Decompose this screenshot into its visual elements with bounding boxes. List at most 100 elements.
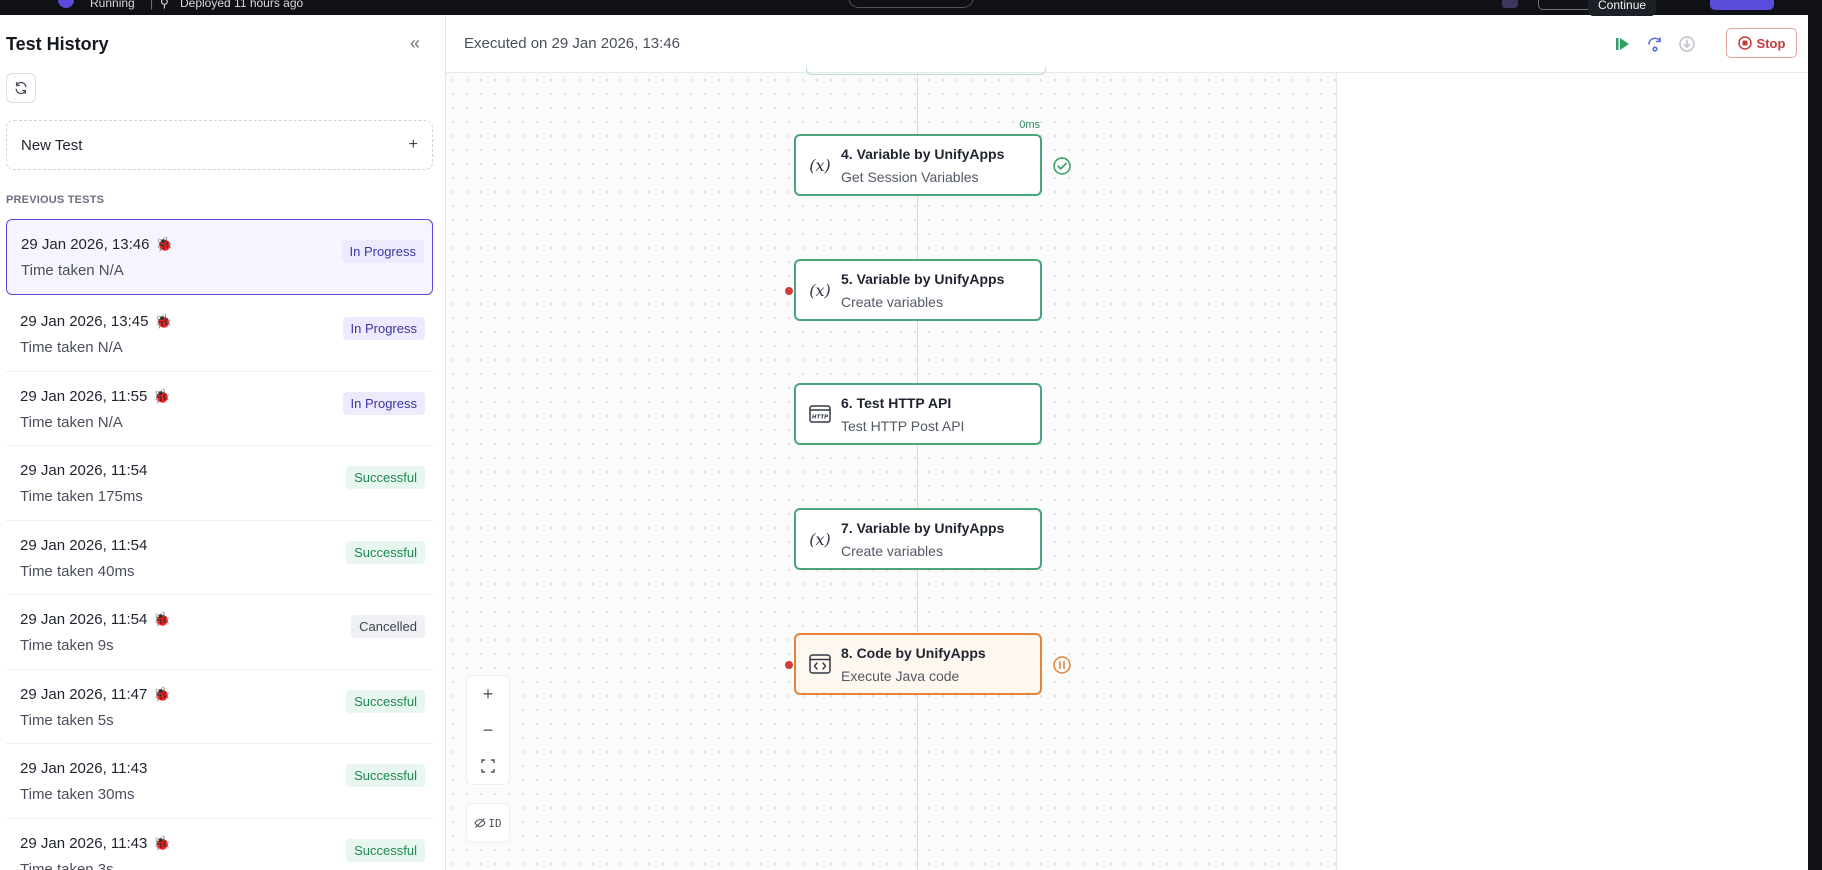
step-into-icon bbox=[1679, 36, 1695, 52]
status-badge: Successful bbox=[346, 764, 425, 787]
workflow-node-http-6[interactable]: HTTP 6. Test HTTP API Test HTTP Post API bbox=[794, 383, 1042, 445]
test-date: 29 Jan 2026, 13:46 🐞 bbox=[21, 236, 173, 253]
bug-icon: 🐞 bbox=[153, 834, 171, 851]
test-history-item[interactable]: 29 Jan 2026, 11:55 🐞 Time taken N/A In Prog… bbox=[6, 372, 433, 446]
debug-controls bbox=[1612, 33, 1698, 55]
workflow-node-variable-4[interactable]: 0ms (x) 4. Variable by UnifyApps Get Ses… bbox=[794, 119, 1071, 196]
running-status-icon bbox=[58, 0, 74, 8]
node-details-panel bbox=[1336, 73, 1822, 870]
breakpoint-dot[interactable] bbox=[785, 661, 793, 669]
node-title: 8. Code by UnifyApps bbox=[841, 645, 986, 661]
test-date: 29 Jan 2026, 11:54 bbox=[20, 537, 147, 554]
time-taken: Time taken N/A bbox=[20, 339, 123, 356]
time-taken: Time taken 3s bbox=[20, 860, 114, 870]
previous-tests-heading: PREVIOUS TESTS bbox=[6, 194, 105, 206]
status-badge: Cancelled bbox=[351, 615, 425, 638]
apps-icon[interactable] bbox=[1502, 0, 1518, 8]
refresh-button[interactable] bbox=[6, 73, 36, 103]
test-date-text: 29 Jan 2026, 11:54 bbox=[20, 536, 148, 554]
test-date-text: 29 Jan 2026, 13:45 bbox=[20, 313, 149, 330]
stop-icon bbox=[1737, 36, 1752, 50]
eye-off-icon bbox=[474, 818, 487, 828]
deploy-icon: ⚲ bbox=[160, 0, 169, 10]
step-over-button[interactable] bbox=[1644, 33, 1666, 55]
status-badge: In Progress bbox=[342, 391, 425, 415]
time-taken: Time taken N/A bbox=[21, 262, 124, 279]
code-icon bbox=[808, 653, 832, 675]
test-date-text: 29 Jan 2026, 11:54 bbox=[20, 611, 148, 628]
variable-icon: (x) bbox=[809, 280, 831, 300]
new-test-button[interactable]: New Test + bbox=[6, 120, 433, 170]
time-taken: Time taken 175ms bbox=[20, 488, 143, 505]
bug-icon: 🐞 bbox=[154, 313, 172, 329]
new-test-label: New Test bbox=[21, 136, 83, 154]
test-date: 29 Jan 2026, 11:54 bbox=[20, 462, 147, 479]
paused-icon bbox=[1053, 656, 1071, 674]
workflow-node-variable-5[interactable]: (x) 5. Variable by UnifyApps Create vari… bbox=[785, 259, 1042, 321]
refresh-icon bbox=[15, 81, 27, 95]
execution-header: Executed on 29 Jan 2026, 13:46 Stop bbox=[446, 15, 1822, 73]
node-subtitle: Get Session Variables bbox=[841, 169, 979, 185]
test-date-text: 29 Jan 2026, 11:55 bbox=[20, 387, 148, 405]
top-bar: Running | ⚲ Deployed 11 hours ago bbox=[0, 0, 1822, 15]
continue-button[interactable] bbox=[1612, 33, 1634, 55]
node-subtitle: Create variables bbox=[841, 294, 943, 310]
deployed-label: Deployed 11 hours ago bbox=[180, 0, 304, 10]
status-badge: Successful bbox=[346, 689, 425, 713]
node-title: 7. Variable by UnifyApps bbox=[841, 520, 1005, 536]
sidebar-title: Test History bbox=[6, 34, 109, 54]
double-chevron-left-icon[interactable]: « bbox=[410, 33, 421, 53]
node-duration: 0ms bbox=[1019, 119, 1040, 131]
zoom-out-button[interactable]: − bbox=[482, 719, 494, 740]
running-label: Running bbox=[90, 0, 135, 10]
toggle-id-button[interactable]: ID bbox=[466, 803, 510, 843]
id-label: ID bbox=[488, 816, 502, 830]
workflow-canvas[interactable]: 0ms (x) 4. Variable by UnifyApps Get Ses… bbox=[446, 67, 1336, 870]
zoom-controls: + − bbox=[466, 675, 510, 785]
test-date-text: 29 Jan 2026, 11:54 bbox=[20, 462, 148, 479]
step-over-icon bbox=[1648, 37, 1661, 52]
test-date: 29 Jan 2026, 11:43 bbox=[20, 760, 147, 777]
fit-view-button[interactable] bbox=[467, 748, 509, 784]
variable-icon: (x) bbox=[809, 529, 831, 549]
svg-text:HTTP: HTTP bbox=[812, 415, 828, 421]
test-date: 29 Jan 2026, 11:54🐞 bbox=[20, 611, 171, 628]
primary-button[interactable] bbox=[1710, 0, 1774, 10]
workflow-node-code-8[interactable]: 8. Code by UnifyApps Execute Java code bbox=[785, 633, 1071, 695]
test-date-text: 29 Jan 2026, 13:46 bbox=[21, 236, 150, 253]
stop-button[interactable]: Stop bbox=[1726, 28, 1797, 58]
separator: | bbox=[150, 0, 154, 10]
continue-tooltip: Continue bbox=[1588, 0, 1657, 16]
bug-icon: 🐞 bbox=[155, 236, 173, 252]
step-into-button[interactable] bbox=[1676, 33, 1698, 55]
status-badge: Successful bbox=[346, 466, 425, 489]
success-check-icon bbox=[1053, 157, 1071, 175]
bug-icon: 🐞 bbox=[153, 387, 171, 404]
test-history-sidebar: Test History « New Test + PREVIOUS TESTS… bbox=[0, 15, 446, 870]
previous-tests-list: 29 Jan 2026, 13:46 🐞 Time taken N/A In Prog… bbox=[6, 219, 433, 870]
connector-line bbox=[917, 73, 918, 870]
mode-switch[interactable] bbox=[848, 0, 974, 8]
test-date: 29 Jan 2026, 11:47🐞 bbox=[20, 686, 171, 703]
stop-label: Stop bbox=[1756, 35, 1786, 51]
status-badge: Successful bbox=[346, 540, 425, 564]
zoom-in-button[interactable]: + bbox=[482, 683, 494, 704]
test-date-text: 29 Jan 2026, 11:43 bbox=[20, 760, 148, 777]
test-date-text: 29 Jan 2026, 11:47 bbox=[20, 685, 148, 703]
variable-icon: (x) bbox=[809, 155, 831, 175]
time-taken: Time taken N/A bbox=[20, 413, 123, 431]
node-subtitle: Create variables bbox=[841, 543, 943, 559]
test-date: 29 Jan 2026, 11:55 🐞 bbox=[20, 388, 171, 405]
test-date: 29 Jan 2026, 13:45 🐞 bbox=[20, 313, 172, 330]
fit-view-icon bbox=[481, 759, 495, 773]
workflow-node-variable-7[interactable]: (x) 7. Variable by UnifyApps Create vari… bbox=[794, 508, 1042, 570]
breakpoint-dot[interactable] bbox=[785, 287, 793, 295]
